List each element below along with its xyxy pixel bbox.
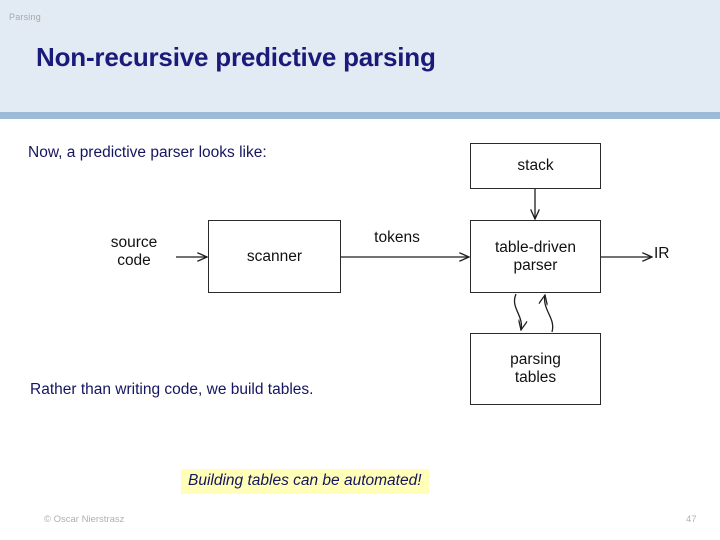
header-divider-rule (0, 112, 720, 119)
diagram-box-parsing-tables: parsing tables (470, 333, 601, 405)
slide-kicker-label: Parsing (9, 12, 41, 22)
footer-page-number: 47 (686, 514, 697, 525)
highlighted-callout-text: Building tables can be automated! (181, 469, 429, 494)
diagram-label-tokens: tokens (374, 229, 420, 246)
diagram-label-ir: IR (654, 245, 670, 262)
page-title: Non-recursive predictive parsing (36, 42, 436, 72)
diagram-label-source-code: source code (110, 234, 158, 269)
diagram-box-scanner: scanner (208, 220, 341, 293)
intro-text: Now, a predictive parser looks like: (28, 144, 267, 161)
diagram-box-table-driven-parser: table-driven parser (470, 220, 601, 293)
arrow-parser-to-tables (513, 293, 521, 330)
slide-header-band (0, 0, 720, 112)
footer-copyright: © Oscar Nierstrasz (44, 514, 125, 525)
arrow-tables-to-parser (545, 295, 554, 333)
conclusion-text: Rather than writing code, we build table… (30, 381, 314, 398)
diagram-box-stack: stack (470, 143, 601, 189)
